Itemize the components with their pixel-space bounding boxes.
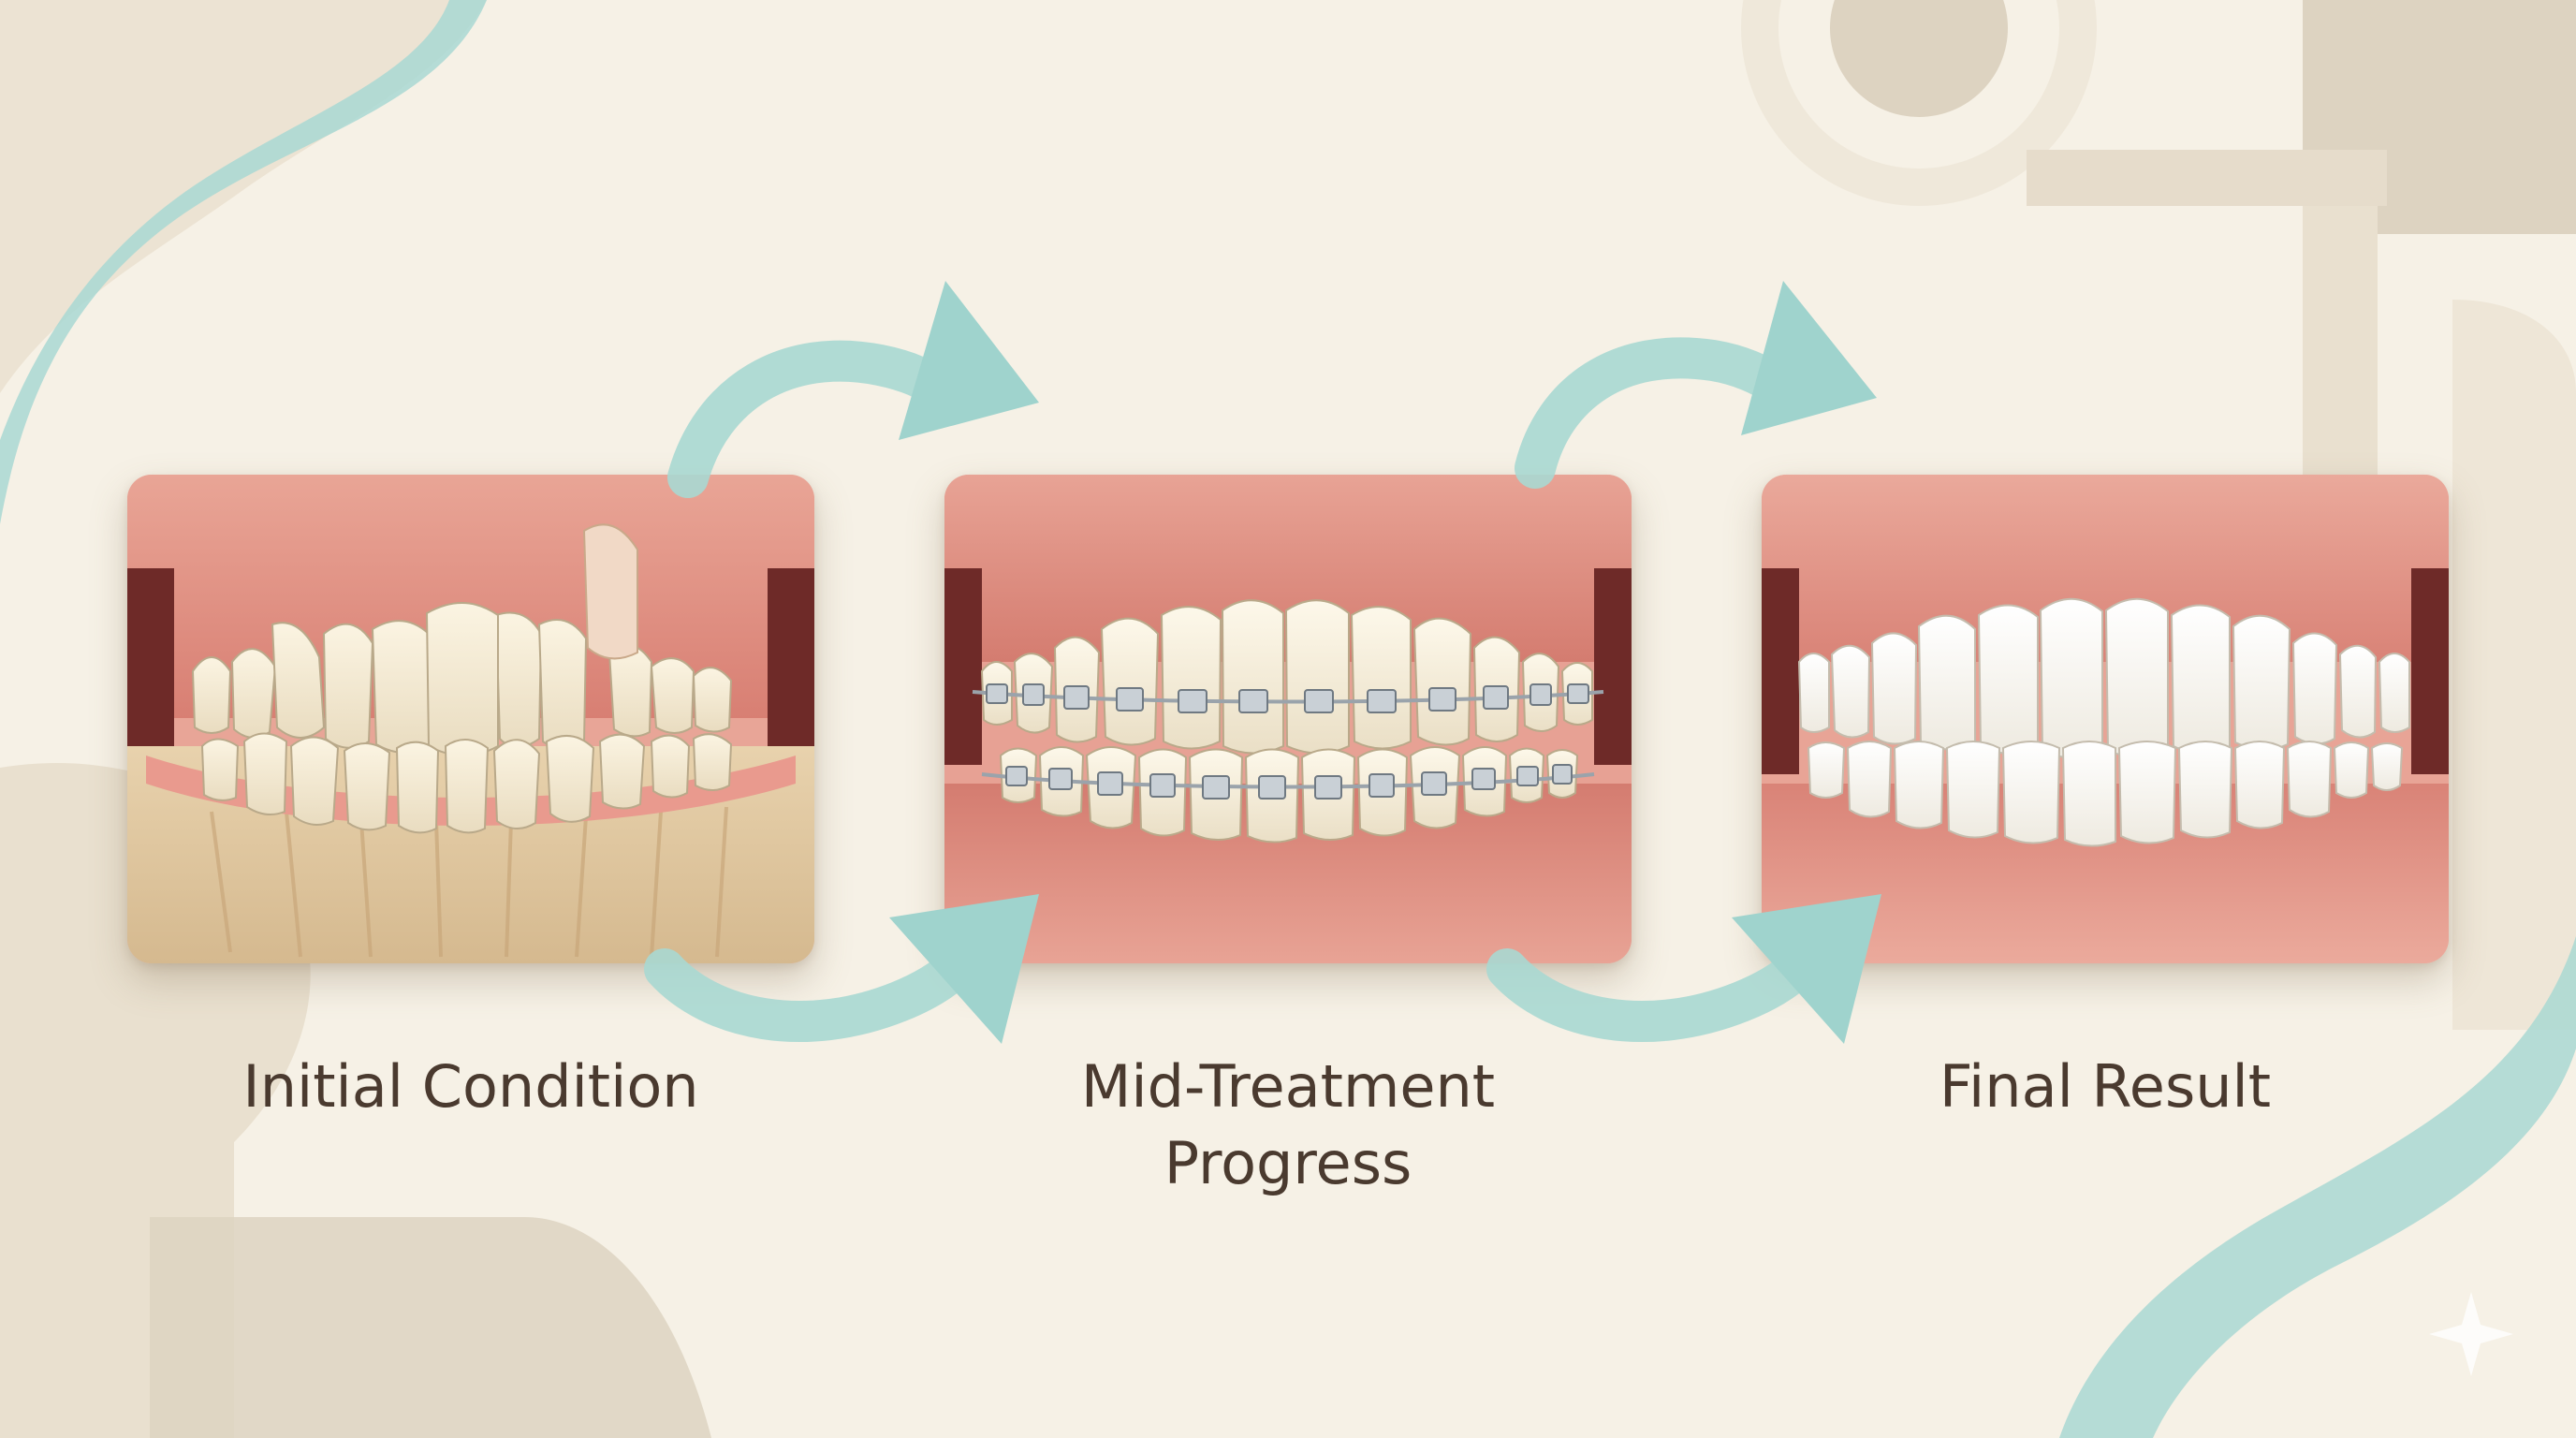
panel-mid-treatment	[944, 475, 1632, 963]
stage-label-initial: Initial Condition	[127, 1049, 814, 1125]
braces-teeth-illustration	[944, 475, 1632, 963]
stage-label-mid: Mid-Treatment Progress	[944, 1049, 1632, 1202]
stage-label-final-line1: Final Result	[1939, 1052, 2272, 1121]
straight-teeth-illustration	[1762, 475, 2449, 963]
panel-initial-condition	[127, 475, 814, 963]
stage-label-mid-line1: Mid-Treatment	[1080, 1052, 1496, 1121]
panel-final-result	[1762, 475, 2449, 963]
stage-label-final: Final Result	[1762, 1049, 2449, 1125]
stage-label-initial-line1: Initial Condition	[242, 1052, 699, 1121]
crooked-teeth-illustration	[127, 475, 814, 963]
stage-label-mid-line2: Progress	[1164, 1129, 1412, 1197]
